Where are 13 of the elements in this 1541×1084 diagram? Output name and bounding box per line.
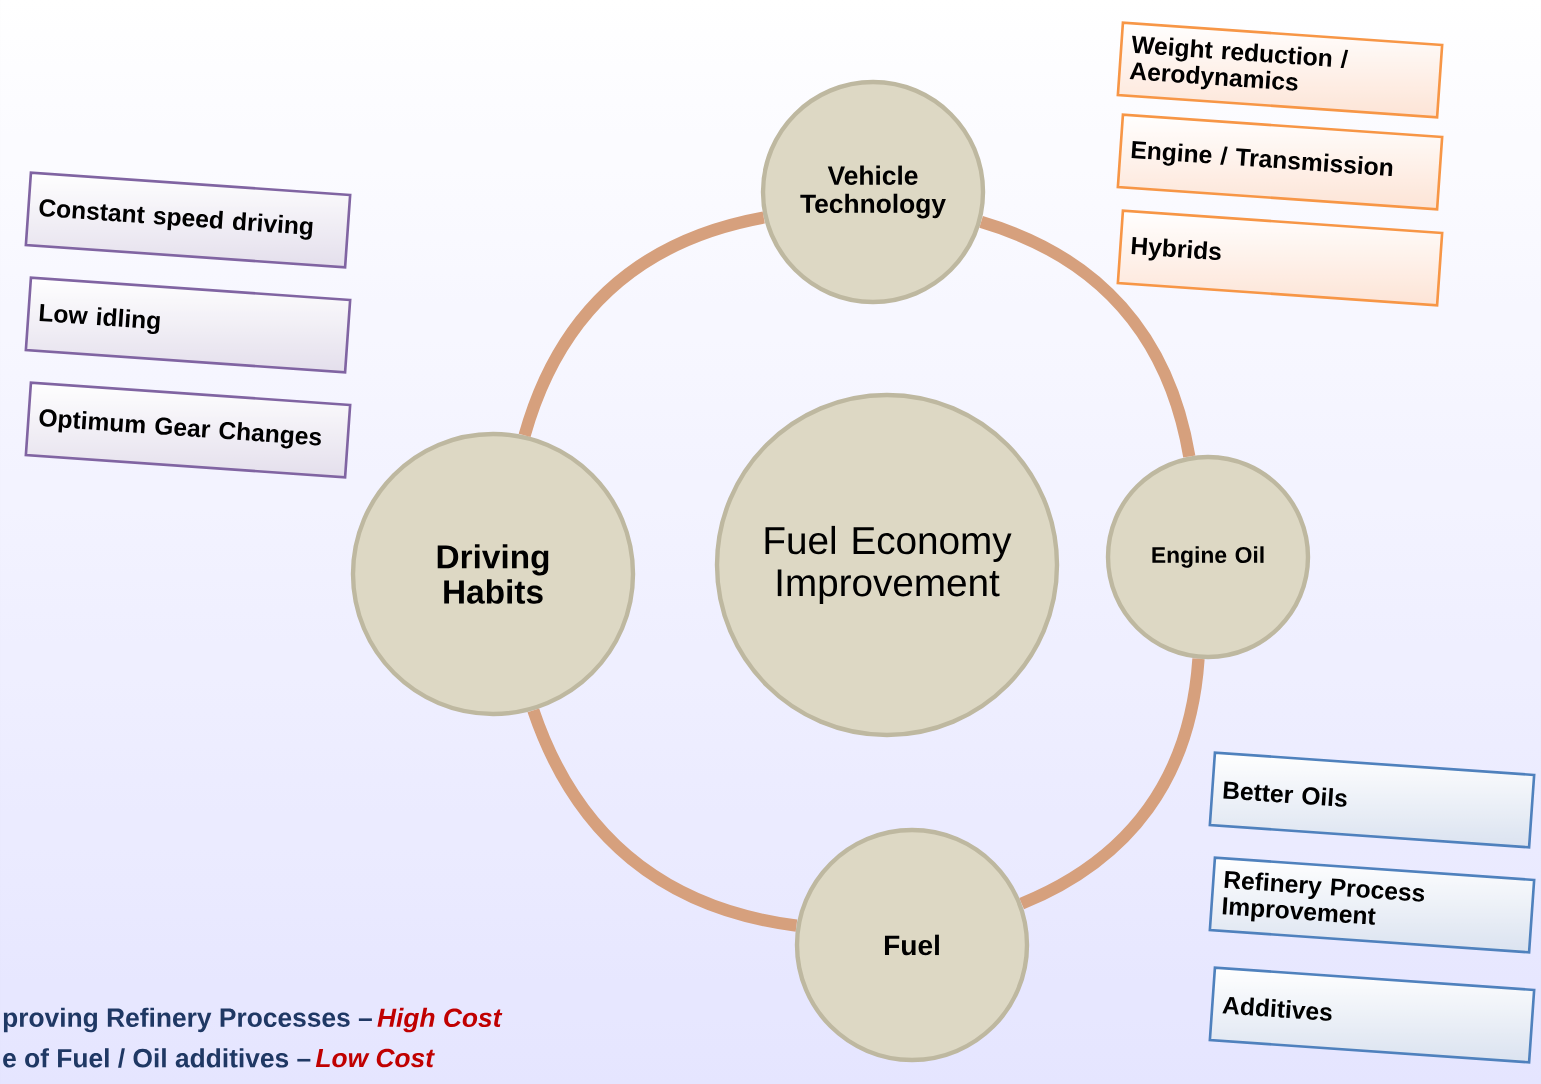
circle-node: Driving Habits [350, 431, 636, 717]
ring-arc [518, 211, 766, 438]
ring-arc [1019, 658, 1205, 910]
note-text: High Cost [377, 1007, 503, 1033]
note-text: proving Refinery Processes – [3, 1007, 372, 1033]
ring-arc [979, 216, 1196, 458]
circle-node: Fuel [794, 827, 1030, 1063]
ring-arc [527, 708, 798, 932]
note-text: Low Cost [315, 1048, 435, 1068]
circle-node: Engine Oil [1105, 454, 1311, 660]
circle-node: Fuel Economy Improvement [714, 392, 1060, 738]
note-text: e of Fuel / Oil additives – [3, 1048, 311, 1068]
circle-node: Vehicle Technology [760, 79, 986, 305]
